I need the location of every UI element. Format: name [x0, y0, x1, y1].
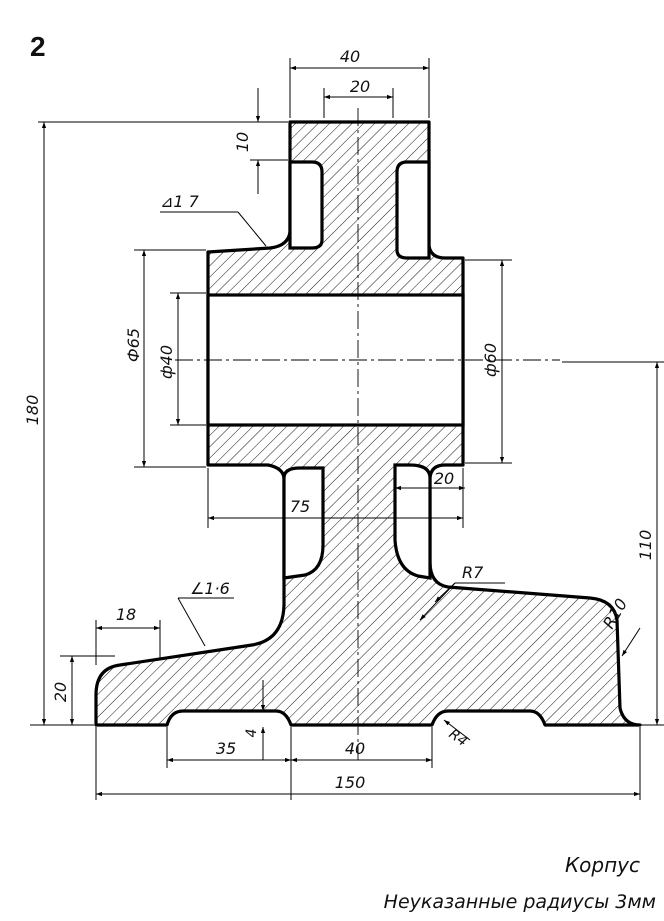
- dim-slot-width: 20: [434, 469, 454, 488]
- figure-number: 2: [30, 31, 46, 62]
- dim-overall-height: 180: [23, 395, 42, 426]
- dim-foot-left: 18: [116, 605, 136, 624]
- dim-recess-left: 35: [216, 739, 236, 758]
- lower-slot-right: [393, 463, 432, 580]
- dim-base-height: 20: [51, 682, 70, 702]
- dim-axis-height: 110: [636, 530, 655, 561]
- slope-upper: ⊿1 7: [160, 192, 200, 211]
- dim-overall-width: 150: [335, 773, 366, 792]
- dim-center-width: 40: [345, 739, 365, 758]
- drawing-note: Неуказанные радиусы 3мм: [384, 891, 656, 913]
- dim-top-inner-width: 20: [350, 77, 370, 96]
- dim-fillet-r7: R7: [462, 563, 484, 582]
- dim-diameter-bore: ф40: [157, 345, 176, 379]
- drawing-title: Корпус: [565, 853, 640, 877]
- slope-lower: ∠1·6: [190, 579, 230, 598]
- dim-hub-width: 75: [290, 497, 310, 516]
- lower-slot-left: [282, 466, 325, 580]
- dim-fillet-r4: R4: [446, 726, 470, 750]
- dim-diameter-right: ф60: [481, 343, 500, 377]
- dim-diameter-outer: Ф65: [124, 328, 143, 362]
- dim-top-width: 40: [340, 47, 360, 66]
- dim-recess-depth: 4: [244, 729, 260, 738]
- top-slot-left: [288, 160, 324, 250]
- top-slot-right: [395, 160, 431, 260]
- dim-top-height: 10: [233, 132, 252, 152]
